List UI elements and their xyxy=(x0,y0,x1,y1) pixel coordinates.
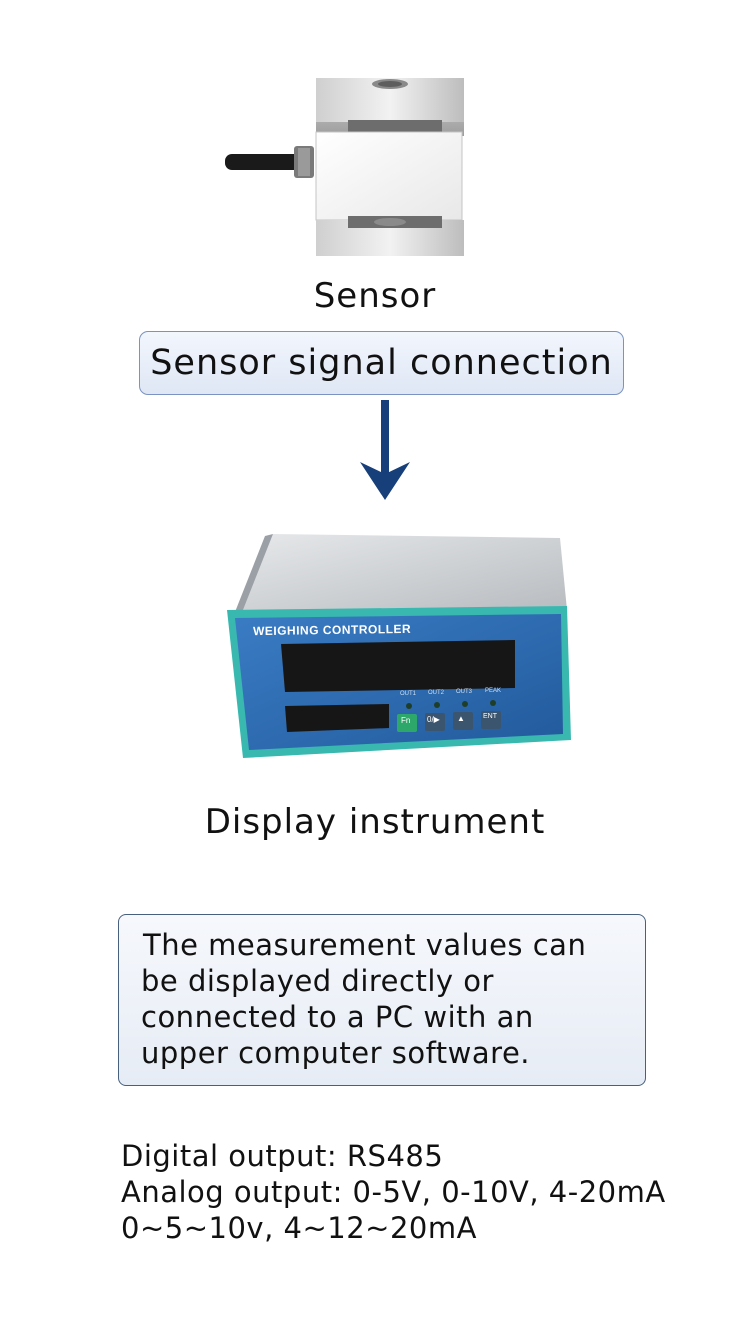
sensor-caption: Sensor xyxy=(313,276,437,316)
signal-connection-box: Sensor signal connection xyxy=(139,331,624,395)
s-type-load-cell-image xyxy=(225,78,464,256)
weighing-controller-image xyxy=(227,534,571,758)
indicator-peak-label: PEAK xyxy=(485,688,502,694)
output-specs: Digital output: RS485 Analog output: 0-5… xyxy=(121,1138,666,1246)
analog-output-spec: Analog output: 0-5V, 0-10V, 4-20mA xyxy=(121,1175,666,1209)
down-arrow-icon xyxy=(360,400,410,500)
fn-button-label: Fn xyxy=(401,716,411,725)
indicator-out1-label: OUT1 xyxy=(400,691,417,697)
digital-output-spec: Digital output: RS485 xyxy=(121,1139,444,1173)
indicator-out2-label: OUT2 xyxy=(428,690,445,696)
note-box: The measurement values can be displayed … xyxy=(118,914,646,1086)
output-ranges-spec: 0~5~10v, 4~12~20mA xyxy=(121,1211,477,1245)
signal-connection-label: Sensor signal connection xyxy=(150,343,613,383)
note-line: The measurement values can xyxy=(143,928,587,962)
note-line: upper computer software. xyxy=(141,1036,531,1070)
indicator-out3-label: OUT3 xyxy=(456,689,473,695)
ent-button-label: ENT xyxy=(483,713,497,720)
zero-button-label: 0/▶ xyxy=(427,715,440,724)
display-caption: Display instrument xyxy=(204,802,546,842)
note-line: connected to a PC with an xyxy=(141,1000,534,1034)
controller-panel-title: WEIGHING CONTROLLER xyxy=(252,621,412,639)
up-button-label: ▲ xyxy=(457,714,465,723)
note-line: be displayed directly or xyxy=(141,964,494,998)
